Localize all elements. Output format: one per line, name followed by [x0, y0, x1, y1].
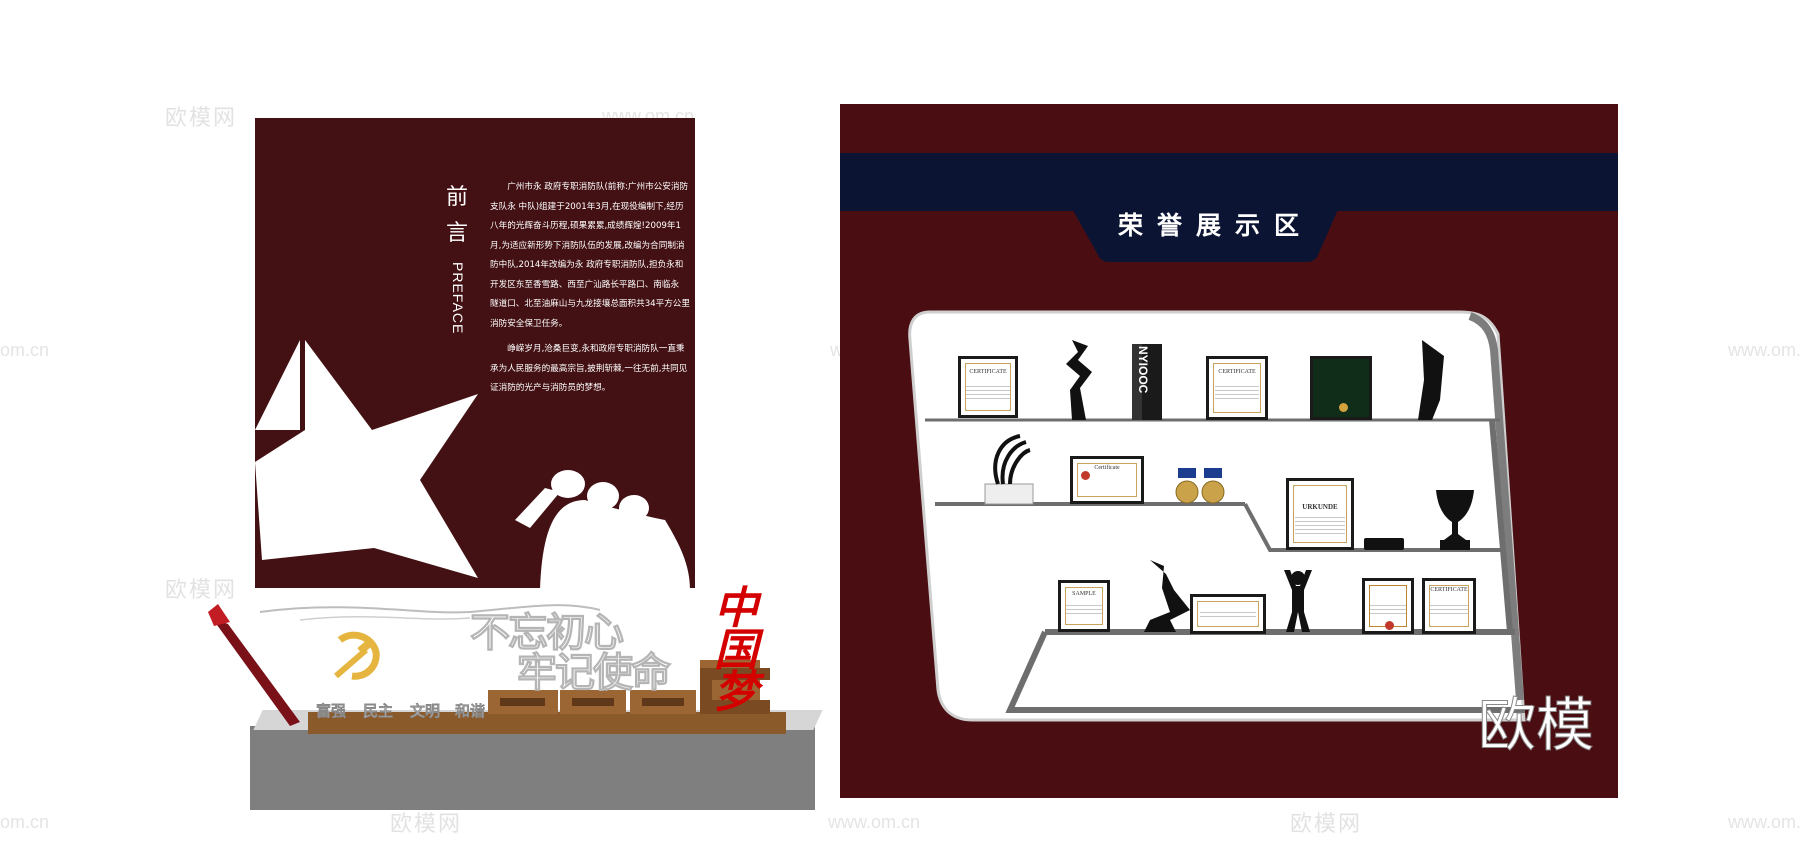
honor-title: 荣誉展示区 [1118, 211, 1314, 240]
certificate-frame: CERTIFICATE [958, 356, 1018, 418]
core-value-word: 和谐 [455, 702, 486, 720]
core-value-word: 富强 [316, 702, 347, 720]
pedestal-base [250, 726, 815, 810]
tower-trophy-text: NYIOOC [1136, 346, 1150, 394]
core-value-word: 文明 [410, 702, 441, 720]
preface-paragraph: 广州市永 政府专职消防队(前称:广州市公安消防支队永 中队)组建于2001年3月… [490, 182, 690, 329]
watermark-url: om.cn [0, 340, 50, 360]
bust-trophy-icon [1144, 560, 1190, 632]
certificate-frame [1190, 594, 1266, 634]
certificate-frame: Certificate [1070, 456, 1144, 504]
abstract-trophy-icon [1066, 340, 1092, 420]
certificate-label: SAMPLE [1072, 591, 1096, 597]
certificate-label: Certificate [1094, 465, 1120, 471]
star-icon [255, 340, 478, 578]
preface-title: 前言 [446, 185, 469, 246]
crystal-trophy-icon [1418, 340, 1444, 420]
brand-logo-text: 欧模 [1477, 691, 1595, 760]
soldier-silhouette-icon [515, 470, 690, 590]
slogan-line-2: 牢记使命 [517, 650, 672, 697]
watermark-url: www.om.cn [1728, 812, 1800, 832]
certificate-label: CERTIFICATE [1430, 587, 1468, 593]
certificate-frame: CERTIFICATE [1422, 578, 1476, 634]
certificate-label: CERTIFICATE [1218, 369, 1256, 375]
certificate-frame: SAMPLE [1058, 580, 1110, 632]
medal-icon [1175, 468, 1225, 504]
certificate-label: URKUNDE [1302, 503, 1338, 511]
watermark-url: om.cn [0, 812, 50, 832]
honor-header-band [840, 153, 1618, 211]
watermark: 欧模网 [1290, 812, 1363, 837]
slogan-line-1: 不忘初心 [470, 610, 625, 657]
sculpture-award-icon [984, 434, 1034, 505]
certificate-label: CERTIFICATE [969, 369, 1007, 375]
watermark-url: www.om.cn [828, 812, 921, 832]
preface-paragraph: 峥嵘岁月,沧桑巨变,永和政府专职消防队一直秉承为人民服务的最高宗旨,披荆斩棘,一… [490, 344, 688, 393]
watermark: 欧模网 [390, 812, 463, 837]
certificate-frame [1362, 578, 1414, 634]
core-value-word: 民主 [363, 702, 394, 720]
china-dream-text: 中国梦 [714, 583, 758, 718]
party-emblem-icon [334, 631, 380, 680]
figure-trophy-icon [1284, 570, 1312, 632]
tower-trophy-icon [1132, 344, 1162, 420]
certificate-frame: CERTIFICATE [1206, 356, 1268, 420]
preface-body: 广州市永 政府专职消防队(前称:广州市公安消防支队永 中队)组建于2001年3月… [490, 178, 690, 399]
certificate-frame [1310, 356, 1372, 420]
cup-trophy-icon [1436, 490, 1474, 550]
watermark: 欧模网 [165, 578, 238, 603]
certificate-frame: URKUNDE [1286, 478, 1354, 550]
watermark: 欧模网 [165, 106, 238, 131]
watermark-url: www.om.cn [1728, 340, 1800, 360]
